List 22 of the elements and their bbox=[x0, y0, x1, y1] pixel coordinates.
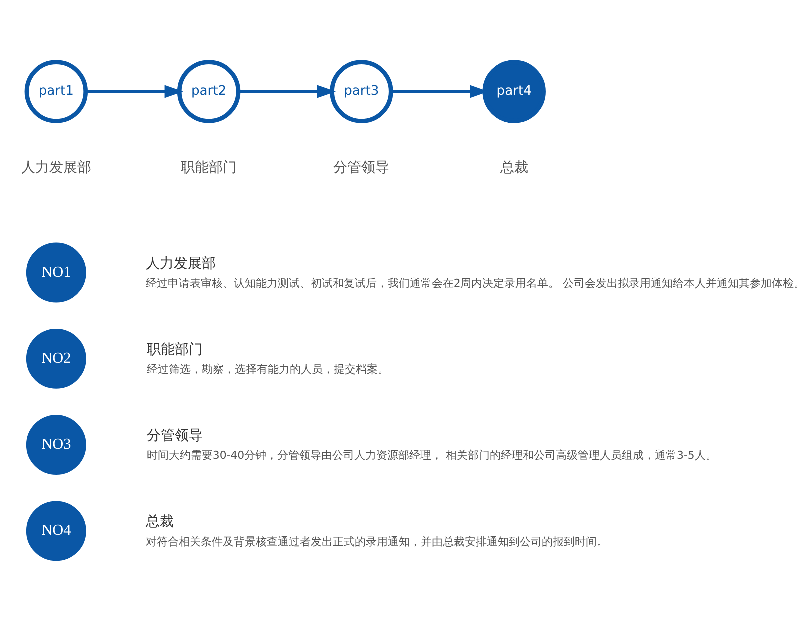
node-label: 分管领导 bbox=[334, 159, 390, 176]
node-label: 职能部门 bbox=[181, 159, 238, 176]
node-circle: part2 bbox=[177, 60, 241, 123]
node-label: 经过申请表审核、认知能力测试、初试和复试后，我们通常会在2周内决定录用名单。 公司会发出拟录用通知给本人并通知其参加体检。 bbox=[146, 276, 806, 290]
node-label: 对符合相关条件及背景核查通过者发出正式的录用通知，并由总裁安排通知到公司的报到时间。 bbox=[146, 534, 608, 548]
node-label: 时间大约需要30-40分钟，分管领导由公司人力资源部经理， 相关部门的经理和公司高级管理人员组成，通常3-5人。 bbox=[146, 448, 717, 462]
node-label: 人力发展部 bbox=[146, 255, 216, 272]
node-label: 分管领导 bbox=[146, 428, 203, 444]
node-circle: part1 bbox=[24, 60, 88, 123]
node-circle: NO1 bbox=[26, 242, 86, 302]
node-label: 经过筛选，勘察，选择有能力的人员，提交档案。 bbox=[146, 362, 389, 376]
node-circle: NO3 bbox=[26, 414, 86, 475]
node-circle: NO2 bbox=[26, 328, 86, 388]
node-circle: part3 bbox=[330, 60, 394, 123]
arrow bbox=[238, 84, 336, 98]
node-label: 总裁 bbox=[500, 159, 528, 176]
node-circle: NO4 bbox=[26, 500, 86, 561]
node-circle: part4 bbox=[482, 60, 546, 123]
node-label: 职能部门 bbox=[146, 341, 203, 358]
node-label: 总裁 bbox=[146, 514, 174, 530]
node-label: 人力发展部 bbox=[21, 159, 92, 176]
arrow bbox=[86, 84, 184, 98]
